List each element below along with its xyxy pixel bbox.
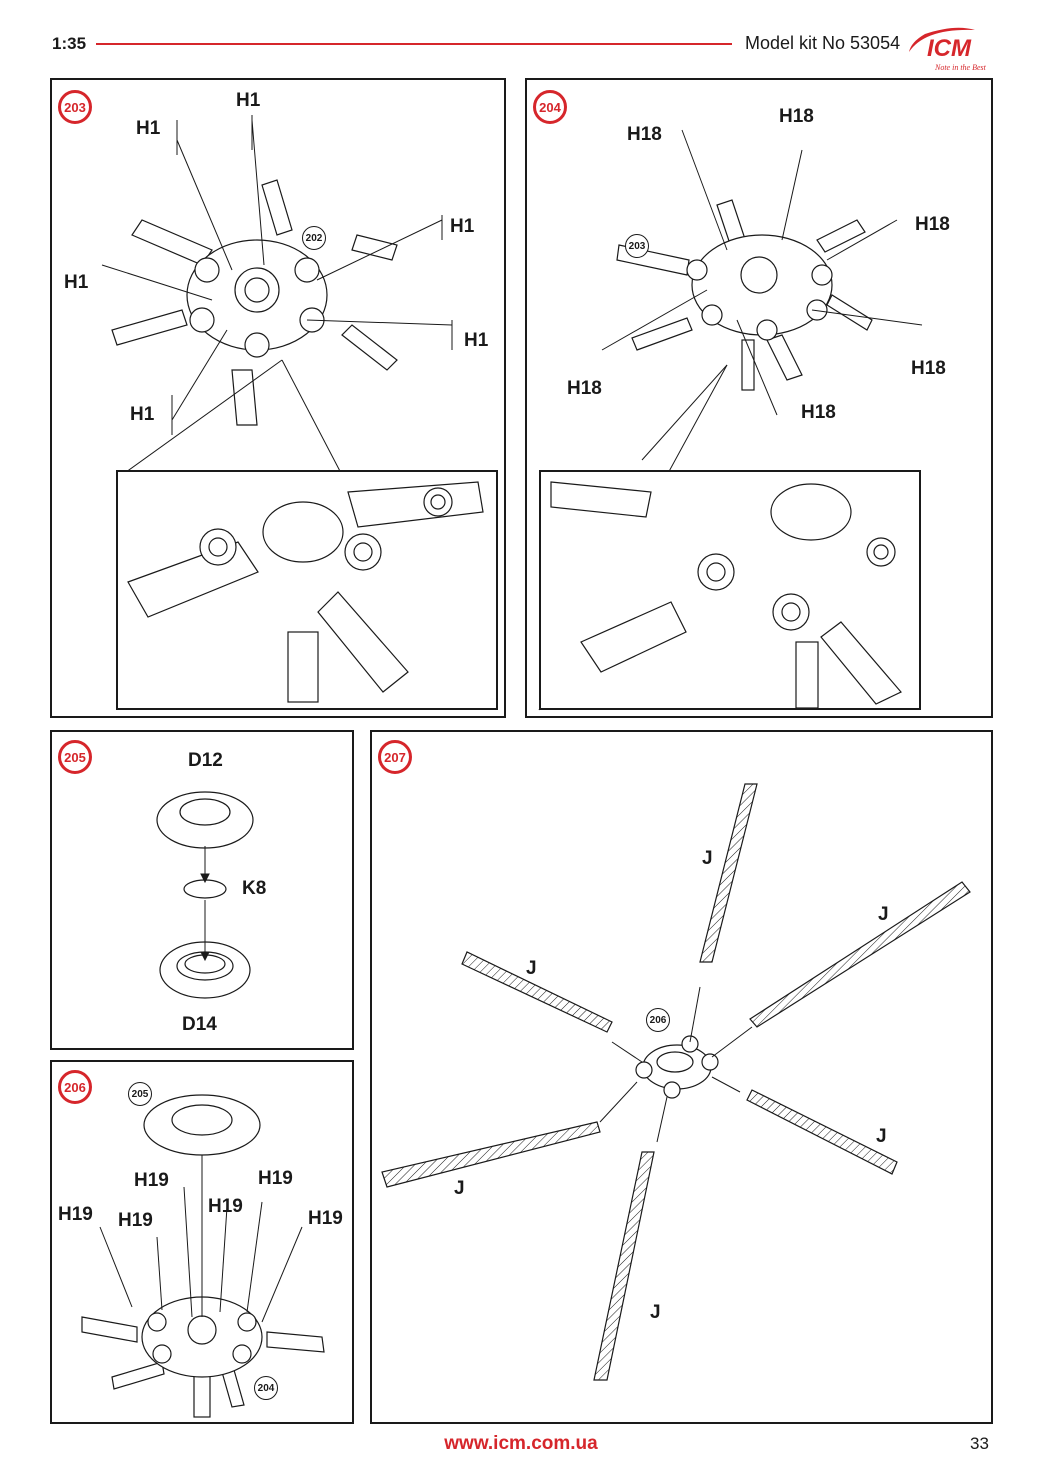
ref-step-badge: 203 xyxy=(625,234,649,258)
part-label-h1: H1 xyxy=(236,90,261,111)
step-206-panel: 206 205 H19 H19 H19 H19 H19 H19 204 xyxy=(50,1060,354,1424)
part-label-j: J xyxy=(876,1126,887,1147)
rotor-hub-drawing xyxy=(538,129,923,711)
step-205-panel: 205 D12 K8 D14 xyxy=(50,730,354,1050)
part-label-h1: H1 xyxy=(64,272,89,293)
part-label-j: J xyxy=(878,904,889,925)
part-label-d14: D14 xyxy=(182,1014,217,1035)
part-label-j: J xyxy=(650,1302,661,1323)
part-label-h19: H19 xyxy=(208,1196,243,1217)
part-label-d12: D12 xyxy=(188,750,223,771)
detail-drawing xyxy=(550,481,902,709)
step-number: 203 xyxy=(58,90,92,124)
rotor-blades-drawing xyxy=(381,783,971,1381)
ref-step-badge: 204 xyxy=(254,1376,278,1400)
header-rule xyxy=(96,43,732,45)
detail-drawing xyxy=(127,481,484,703)
part-label-h18: H18 xyxy=(779,106,814,127)
part-label-h19: H19 xyxy=(308,1208,343,1229)
scale-label: 1:35 xyxy=(52,34,87,53)
page-number: 33 xyxy=(970,1434,989,1453)
part-label-h18: H18 xyxy=(915,214,950,235)
svg-text:Note in the Best: Note in the Best xyxy=(934,63,987,72)
step-number: 204 xyxy=(533,90,567,124)
part-label-h19: H19 xyxy=(58,1204,93,1225)
icm-logo: ICM Note in the Best xyxy=(905,22,995,74)
part-label-j: J xyxy=(702,848,713,869)
ref-step-badge: 206 xyxy=(646,1008,670,1032)
detail-inset xyxy=(539,470,921,710)
step-number: 206 xyxy=(58,1070,92,1104)
step-207-panel: 207 J J J J J J 206 xyxy=(370,730,993,1424)
ref-step-badge: 202 xyxy=(302,226,326,250)
kit-number: Model kit No 53054 xyxy=(745,33,901,53)
step-204-panel: 204 H18 H18 H18 H18 H18 H18 203 xyxy=(525,78,993,718)
part-label-h1: H1 xyxy=(136,118,161,139)
svg-text:ICM: ICM xyxy=(927,35,972,62)
part-label-k8: K8 xyxy=(242,878,267,899)
step-number: 205 xyxy=(58,740,92,774)
rotor-cover-drawing xyxy=(156,791,254,999)
part-label-j: J xyxy=(454,1178,465,1199)
part-label-h18: H18 xyxy=(911,358,946,379)
part-label-j: J xyxy=(526,958,537,979)
part-label-h1: H1 xyxy=(464,330,489,351)
part-label-h1: H1 xyxy=(130,404,155,425)
part-label-h19: H19 xyxy=(118,1210,153,1231)
part-label-h19: H19 xyxy=(258,1168,293,1189)
part-label-h18: H18 xyxy=(567,378,602,399)
step-203-panel: 203 H1 H1 H1 H1 H1 H1 202 xyxy=(50,78,506,718)
step-number: 207 xyxy=(378,740,412,774)
part-label-h1: H1 xyxy=(450,216,475,237)
part-label-h18: H18 xyxy=(627,124,662,145)
rotor-assembly-drawing xyxy=(81,1094,325,1418)
part-label-h18: H18 xyxy=(801,402,836,423)
website-link[interactable]: www.icm.com.ua xyxy=(444,1433,598,1454)
part-label-h19: H19 xyxy=(134,1170,169,1191)
ref-step-badge: 205 xyxy=(128,1082,152,1106)
rotor-hub-drawing xyxy=(101,115,453,476)
detail-inset xyxy=(116,470,498,710)
